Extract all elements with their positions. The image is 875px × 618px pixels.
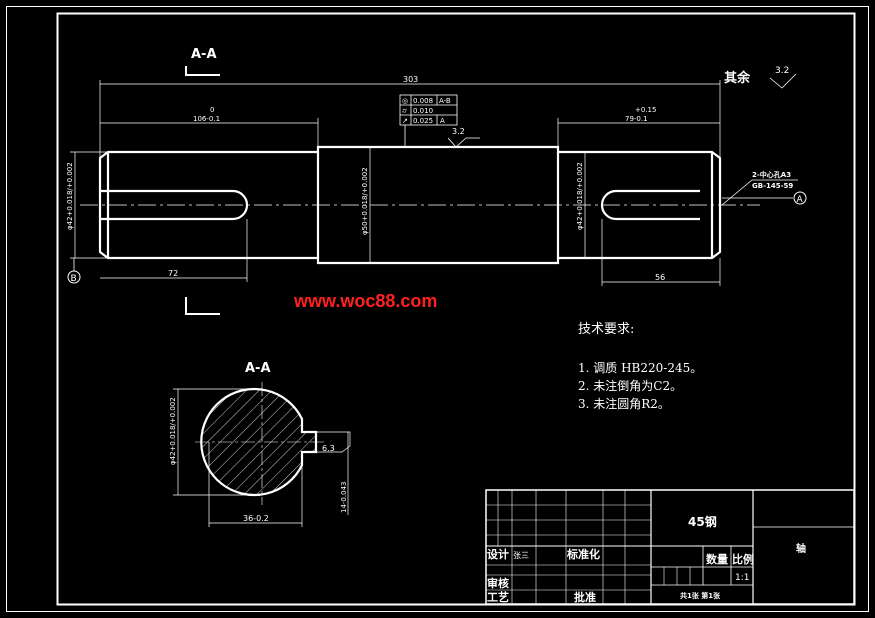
tb-approve-label: 批准 bbox=[574, 590, 596, 604]
tech-title: 技术要求: bbox=[578, 322, 634, 337]
tb-review-label: 审核 bbox=[487, 576, 509, 590]
section-mark-top: A-A bbox=[185, 47, 220, 76]
gt-symbol-2: ⌭ bbox=[402, 107, 407, 115]
tb-quantity-label: 数量 bbox=[706, 552, 728, 566]
tb-sheet-info: 共1张 第1张 bbox=[680, 591, 721, 600]
dim-left-diameter-label: φ42+0.018/+0.002 bbox=[66, 162, 74, 230]
gt-datum-3: A bbox=[440, 117, 445, 125]
datum-b-label: B bbox=[71, 274, 77, 284]
dim-mid-diameter-label: φ50+0.018/+0.002 bbox=[361, 167, 369, 235]
roughness-rest: 其余 3.2 bbox=[724, 66, 797, 89]
outer-frame bbox=[6, 6, 869, 612]
section-view-title: A-A bbox=[245, 361, 271, 376]
right-keyway bbox=[600, 189, 700, 221]
datum-b: B bbox=[67, 258, 81, 284]
section-dia-label: φ42+0.018/+0.002 bbox=[169, 397, 177, 465]
inner-frame bbox=[56, 12, 856, 606]
dim-overall-label: 303 bbox=[403, 75, 418, 84]
datum-a: A bbox=[793, 191, 807, 205]
dim-right-keyway bbox=[601, 219, 721, 286]
key-depth-label: 14-0.043 bbox=[340, 482, 348, 513]
dim-left-segment-label: 106-0.1 bbox=[193, 115, 220, 123]
tech-item-2: 2. 未注倒角为C2。 bbox=[578, 378, 682, 393]
gt-value-2: 0.010 bbox=[413, 107, 433, 115]
dim-right-keyway-label: 56 bbox=[655, 273, 665, 282]
gt-value-3: 0.025 bbox=[413, 117, 433, 125]
center-hole-line2: GB-145-59 bbox=[752, 182, 793, 190]
section-view: A-A φ42+0.018/+0.002 36-0.2 6.3 14-0.043 bbox=[169, 361, 351, 527]
gt-value-1: 0.008 bbox=[413, 97, 433, 105]
dim-left-segment bbox=[100, 118, 319, 147]
dim-right-diameter-label: φ42+0.018/+0.002 bbox=[576, 162, 584, 230]
section-mark-bottom bbox=[185, 297, 220, 315]
roughness-rest-label: 其余 bbox=[724, 70, 751, 86]
tb-process-label: 工艺 bbox=[487, 590, 509, 604]
left-keyway bbox=[100, 189, 249, 221]
tb-design-label: 设计 bbox=[487, 547, 509, 561]
tb-material: 45钢 bbox=[688, 514, 717, 529]
center-hole-line1: 2-中心孔A3 bbox=[752, 170, 791, 179]
tech-requirements: 技术要求: 1. 调质 HB220-245。 2. 未注倒角为C2。 3. 未注… bbox=[578, 322, 702, 411]
roughness-rest-value: 3.2 bbox=[775, 66, 789, 76]
dim-left-diameter bbox=[70, 151, 108, 259]
shaft-outline bbox=[98, 145, 722, 265]
roughness-center: 3.2 bbox=[447, 127, 480, 148]
gt-symbol-3: ↗ bbox=[402, 117, 408, 125]
section-mark-top-label: A-A bbox=[191, 47, 217, 62]
tb-standardize-label: 标准化 bbox=[566, 547, 600, 561]
tb-scale-label: 比例 bbox=[732, 552, 754, 566]
tech-item-1: 1. 调质 HB220-245。 bbox=[578, 361, 702, 375]
dim-right-segment-label: 79-0.1 bbox=[625, 115, 648, 123]
dim-overall bbox=[99, 80, 721, 158]
tb-part-name: 轴 bbox=[796, 542, 806, 555]
watermark-url: www.woc88.com bbox=[293, 291, 437, 311]
dim-right-tol: +0.15 bbox=[635, 106, 656, 114]
title-block bbox=[485, 489, 855, 605]
tb-designer: 张三 bbox=[513, 551, 529, 560]
center-hole-note: 2-中心孔A3 GB-145-59 bbox=[721, 170, 798, 206]
dim-left-keyway bbox=[100, 219, 248, 282]
gt-datum-1: A-B bbox=[439, 97, 451, 105]
tech-item-3: 3. 未注圆角R2。 bbox=[578, 396, 670, 411]
roughness-center-value: 3.2 bbox=[452, 127, 465, 136]
dim-left-zero: 0 bbox=[210, 106, 214, 114]
dim-right-segment bbox=[557, 118, 720, 147]
tolerance-frame: ◎ 0.008 A-B ⌭ 0.010 ↗ 0.025 A bbox=[399, 94, 458, 147]
key-width-label: 6.3 bbox=[322, 444, 335, 453]
section-width-label: 36-0.2 bbox=[243, 514, 269, 523]
tb-scale-value: 1:1 bbox=[735, 573, 749, 583]
datum-a-label: A bbox=[797, 195, 804, 205]
gt-symbol-1: ◎ bbox=[402, 97, 408, 105]
dim-left-keyway-label: 72 bbox=[168, 269, 178, 278]
